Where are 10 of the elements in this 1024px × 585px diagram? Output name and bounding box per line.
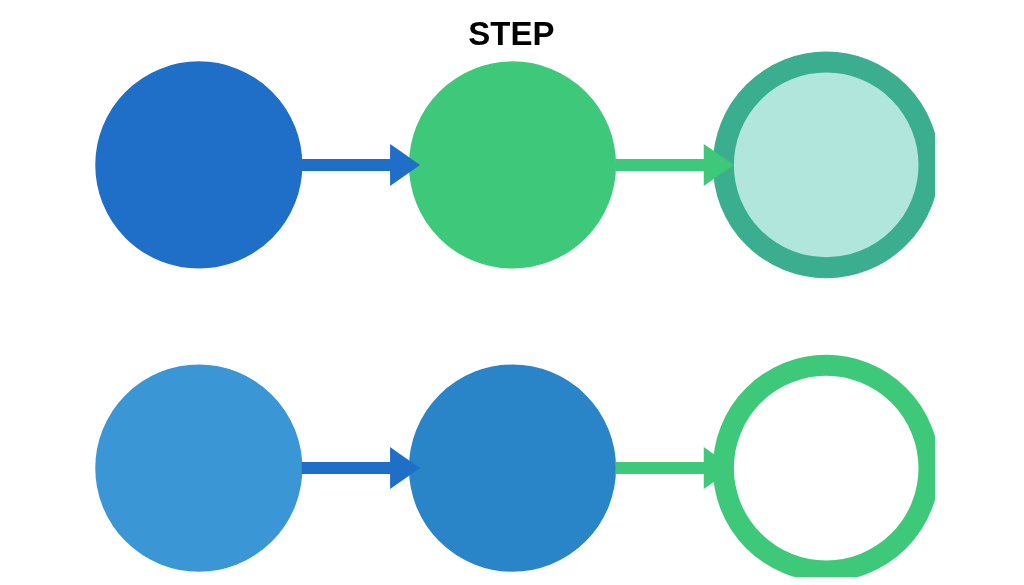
node-circle [408,61,616,269]
arrow [301,447,420,490]
node-circle [712,51,935,279]
arrow [614,143,734,186]
node-circle [94,364,302,572]
diagram-title: STEP [467,15,554,52]
arrow [301,143,420,186]
node-circle [94,61,302,269]
node-circle [712,354,935,577]
node-circle [408,364,616,572]
